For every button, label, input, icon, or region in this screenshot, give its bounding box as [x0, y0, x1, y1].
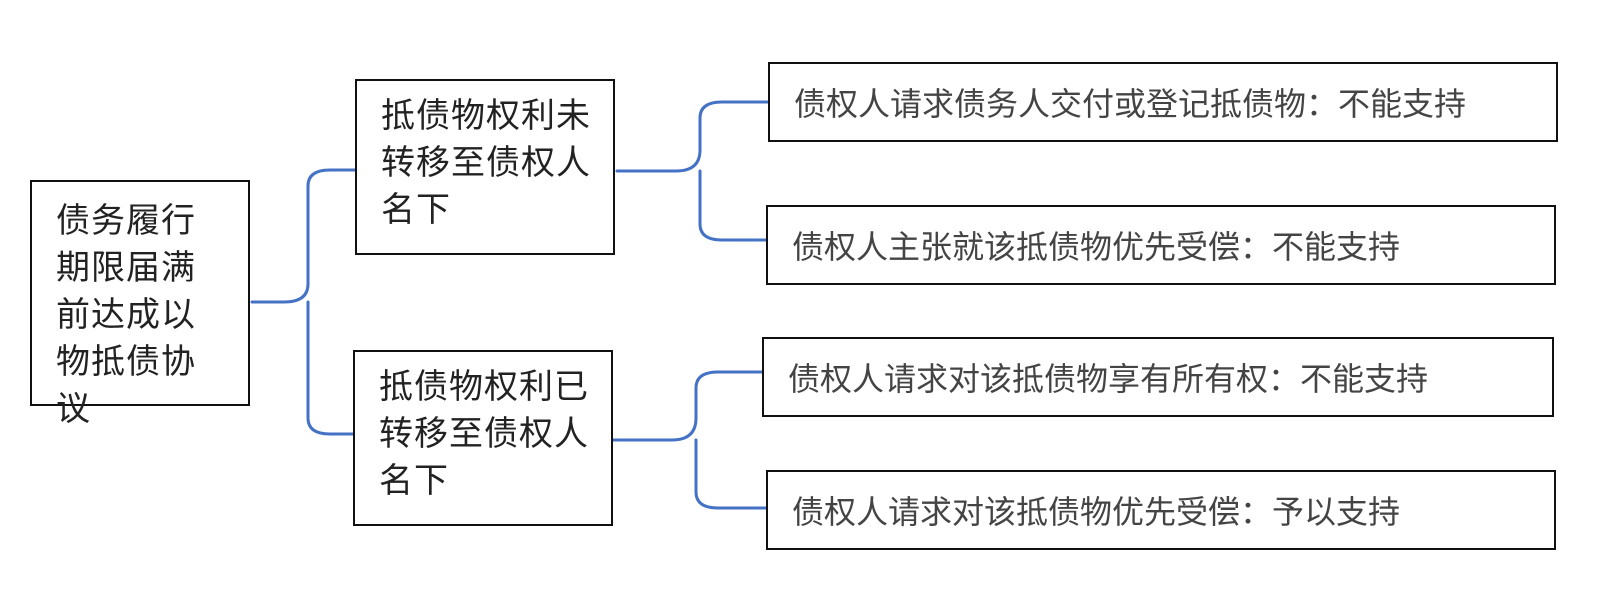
- branch-1-brace-connector: [615, 100, 770, 242]
- leaf-node-priority-claim-unsupported: 债权人主张就该抵债物优先受偿：不能支持: [766, 205, 1556, 285]
- root-node: 债务履行期限届满前达成以物抵债协议: [30, 180, 250, 429]
- leaf-node-label: 债权人主张就该抵债物优先受偿：不能支持: [792, 228, 1401, 266]
- leaf-node-ownership-claim: 债权人请求对该抵债物享有所有权：不能支持: [762, 337, 1554, 417]
- branch-node-not-transferred: 抵债物权利未转移至债权人名下: [355, 79, 615, 255]
- branch-node-transferred: 抵债物权利已转移至债权人名下: [353, 350, 613, 526]
- branch-node-label: 抵债物权利已转移至债权人名下: [379, 367, 589, 501]
- branch-node-label: 抵债物权利未转移至债权人名下: [381, 96, 591, 230]
- leaf-node-priority-claim-supported: 债权人请求对该抵债物优先受偿：予以支持: [766, 470, 1556, 550]
- leaf-node-label: 债权人请求债务人交付或登记抵债物：不能支持: [794, 85, 1467, 123]
- leaf-node-delivery-claim: 债权人请求债务人交付或登记抵债物：不能支持: [768, 62, 1558, 142]
- root-brace-connector: [250, 168, 357, 436]
- leaf-node-label: 债权人请求对该抵债物享有所有权：不能支持: [788, 360, 1429, 398]
- root-node-label: 债务履行期限届满前达成以物抵债协议: [56, 201, 196, 429]
- leaf-node-label: 债权人请求对该抵债物优先受偿：予以支持: [792, 493, 1401, 531]
- branch-2-brace-connector: [611, 370, 768, 510]
